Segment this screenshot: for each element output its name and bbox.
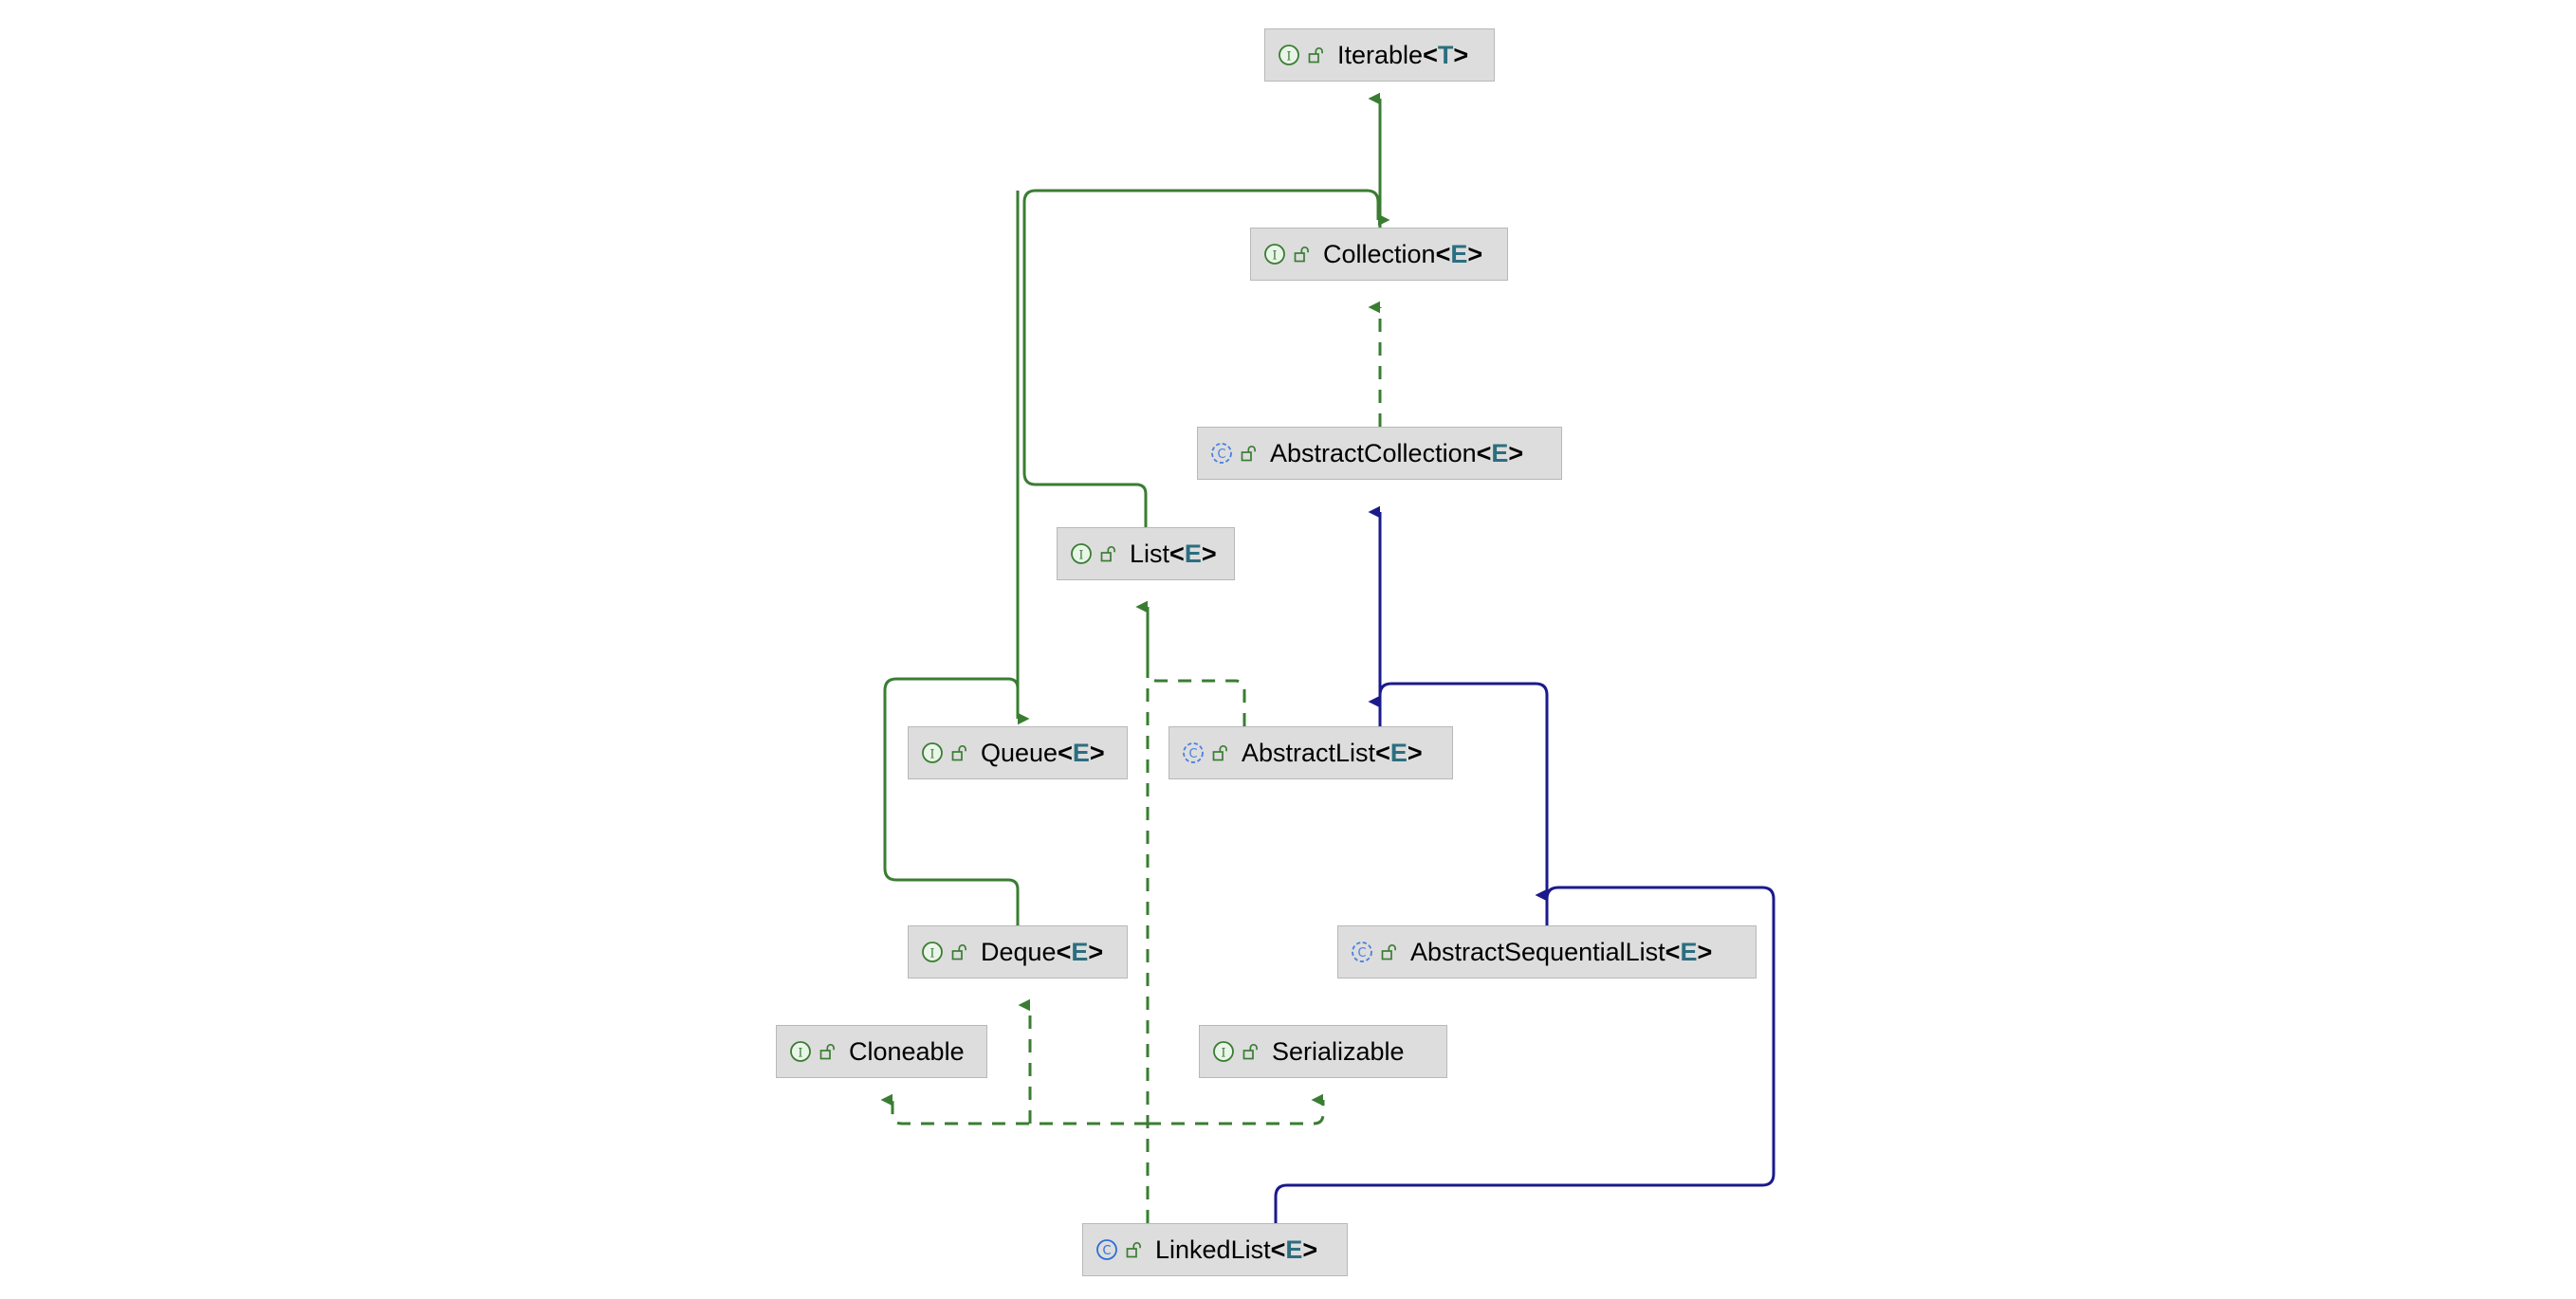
svg-text:I: I (1221, 1047, 1225, 1061)
type-parameter-letter: E (1491, 438, 1509, 467)
unlocked-padlock-icon (1308, 46, 1325, 64)
unlocked-padlock-icon (1126, 1240, 1143, 1259)
svg-text:I: I (929, 947, 934, 961)
unlocked-padlock-icon (1100, 544, 1117, 563)
node-label: Iterable (1337, 40, 1424, 69)
edge-linkedlist-to-deque (1018, 998, 1032, 1124)
unlocked-padlock-icon (951, 743, 968, 762)
interface-icon: I (1069, 541, 1094, 566)
node-collection[interactable]: I Collection<E> (1250, 228, 1508, 281)
node-type-parameter: <E> (1058, 738, 1105, 767)
unlocked-padlock-icon (1381, 942, 1398, 961)
type-parameter-letter: E (1450, 239, 1468, 268)
node-label: Serializable (1272, 1036, 1405, 1066)
unlocked-padlock-icon (1294, 245, 1311, 264)
svg-text:C: C (1188, 747, 1197, 761)
node-type-parameter: <E> (1435, 239, 1483, 268)
svg-text:I: I (929, 748, 934, 762)
node-type-parameter: <T> (1423, 40, 1469, 69)
node-label: AbstractCollection (1270, 438, 1477, 467)
node-abstractlist[interactable]: C AbstractList<E> (1168, 726, 1453, 779)
node-label: Collection (1323, 239, 1436, 268)
node-label: AbstractSequentialList (1410, 937, 1665, 966)
edge-linkedlist-bus-stub (1146, 1124, 1150, 1223)
node-label: AbstractList (1242, 738, 1376, 767)
edge-abstractlist-to-list (1135, 600, 1246, 726)
edge-linkedlist-to-abstractsequentiallist (1274, 886, 1776, 1223)
node-type-parameter: <E> (1665, 937, 1713, 966)
node-label: List (1130, 539, 1170, 568)
node-serializable[interactable]: I Serializable (1199, 1025, 1447, 1078)
node-type-parameter: <E> (1056, 937, 1104, 966)
edge-deque-to-queue (883, 677, 1020, 960)
node-type-parameter: <E> (1476, 438, 1524, 467)
unlocked-padlock-icon (951, 942, 968, 961)
node-abstractcollection[interactable]: C AbstractCollection<E> (1197, 427, 1562, 480)
abstract-class-icon: C (1350, 940, 1374, 964)
type-parameter-letter: T (1437, 40, 1454, 69)
interface-icon: I (1277, 43, 1301, 67)
abstract-class-icon: C (1181, 741, 1205, 765)
interface-icon: I (1262, 242, 1287, 266)
svg-text:I: I (798, 1047, 802, 1061)
unlocked-padlock-icon (1242, 1042, 1260, 1061)
svg-text:I: I (1272, 249, 1277, 264)
abstract-class-icon: C (1209, 441, 1234, 466)
svg-text:I: I (1078, 549, 1083, 563)
svg-text:C: C (1102, 1244, 1111, 1258)
node-abstractsequentiallist[interactable]: C AbstractSequentialList<E> (1337, 925, 1757, 979)
node-type-parameter: <E> (1375, 738, 1423, 767)
node-linkedlist[interactable]: C LinkedList<E> (1082, 1223, 1348, 1276)
interface-icon: I (1211, 1039, 1236, 1064)
type-parameter-letter: E (1071, 937, 1089, 966)
node-label: Queue (981, 738, 1058, 767)
node-queue[interactable]: I Queue<E> (908, 726, 1128, 779)
node-label: LinkedList (1155, 1235, 1271, 1264)
unlocked-padlock-icon (1241, 444, 1258, 463)
edge-list-to-collection (1022, 189, 1390, 527)
svg-text:I: I (1286, 50, 1291, 64)
type-parameter-letter: E (1072, 738, 1090, 767)
type-parameter-letter: E (1680, 937, 1698, 966)
node-cloneable[interactable]: I Cloneable (776, 1025, 987, 1078)
unlocked-padlock-icon (819, 1042, 837, 1061)
edge-linkedlist-to-serializable (1148, 1093, 1325, 1125)
interface-icon: I (920, 940, 945, 964)
type-parameter-letter: E (1285, 1235, 1303, 1264)
svg-text:C: C (1217, 448, 1225, 462)
node-deque[interactable]: I Deque<E> (908, 925, 1128, 979)
interface-icon: I (920, 741, 945, 765)
type-parameter-letter: E (1184, 539, 1202, 568)
edge-linkedlist-to-cloneable (880, 1093, 1148, 1125)
node-type-parameter: <E> (1270, 1235, 1318, 1264)
node-label: Cloneable (849, 1036, 965, 1066)
unlocked-padlock-icon (1212, 743, 1229, 762)
interface-icon: I (788, 1039, 813, 1064)
node-iterable[interactable]: I Iterable<T> (1264, 28, 1495, 82)
node-label: Deque (981, 937, 1057, 966)
edge-abstractsequentiallist-to-abstractlist (1368, 682, 1549, 925)
class-icon: C (1095, 1237, 1119, 1262)
node-list[interactable]: I List<E> (1057, 527, 1235, 580)
svg-text:C: C (1357, 946, 1366, 961)
node-type-parameter: <E> (1169, 539, 1217, 568)
type-parameter-letter: E (1389, 738, 1408, 767)
